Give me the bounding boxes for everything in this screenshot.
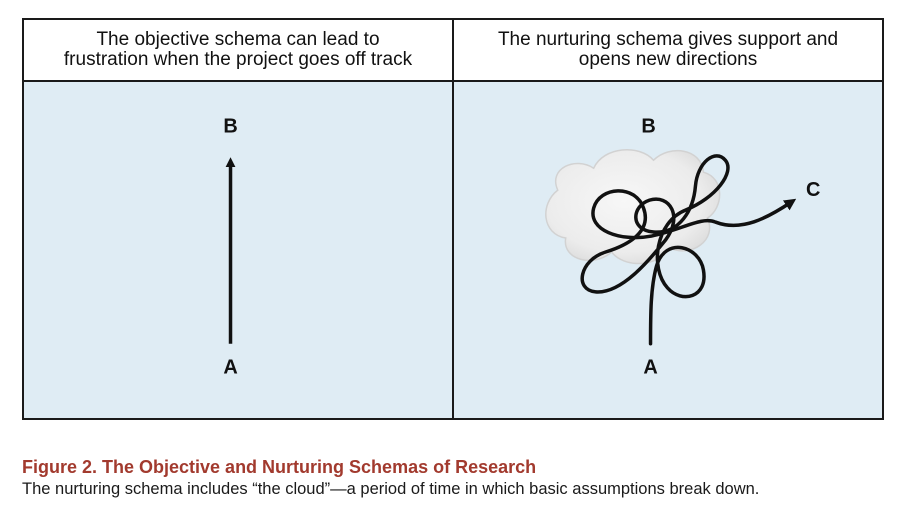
figure-caption: Figure 2. The Objective and Nurturing Sc…	[22, 456, 892, 500]
objective-title-line-1: The objective schema can lead to	[96, 29, 380, 50]
nurturing-title-line-2: opens new directions	[578, 49, 758, 70]
tangled-path-arrow	[580, 154, 797, 346]
nurturing-schema-title: The nurturing schema gives support and o…	[454, 20, 882, 82]
objective-title-line-2: frustration when the project goes off tr…	[63, 49, 413, 70]
figure-frame: The objective schema can lead to frustra…	[22, 18, 884, 420]
point-b-label: B	[223, 115, 237, 137]
point-b-label: B	[641, 115, 655, 137]
objective-schema-title: The objective schema can lead to frustra…	[24, 20, 452, 82]
caption-text: The nurturing schema includes “the cloud…	[22, 480, 760, 498]
nurturing-schema-diagram: B C A	[454, 82, 882, 418]
nurturing-schema-svg: B C A	[545, 115, 820, 379]
nurturing-schema-panel: The nurturing schema gives support and o…	[452, 20, 882, 418]
objective-schema-svg: B A	[223, 115, 237, 379]
point-a-label: A	[223, 357, 237, 379]
point-c-label: C	[806, 179, 820, 201]
point-a-label: A	[643, 357, 657, 379]
cloud-shape	[545, 149, 721, 265]
caption-title: Figure 2. The Objective and Nurturing Sc…	[22, 457, 537, 477]
objective-schema-diagram: B A	[24, 82, 452, 418]
objective-schema-panel: The objective schema can lead to frustra…	[24, 20, 452, 418]
nurturing-title-line-1: The nurturing schema gives support and	[497, 29, 839, 50]
